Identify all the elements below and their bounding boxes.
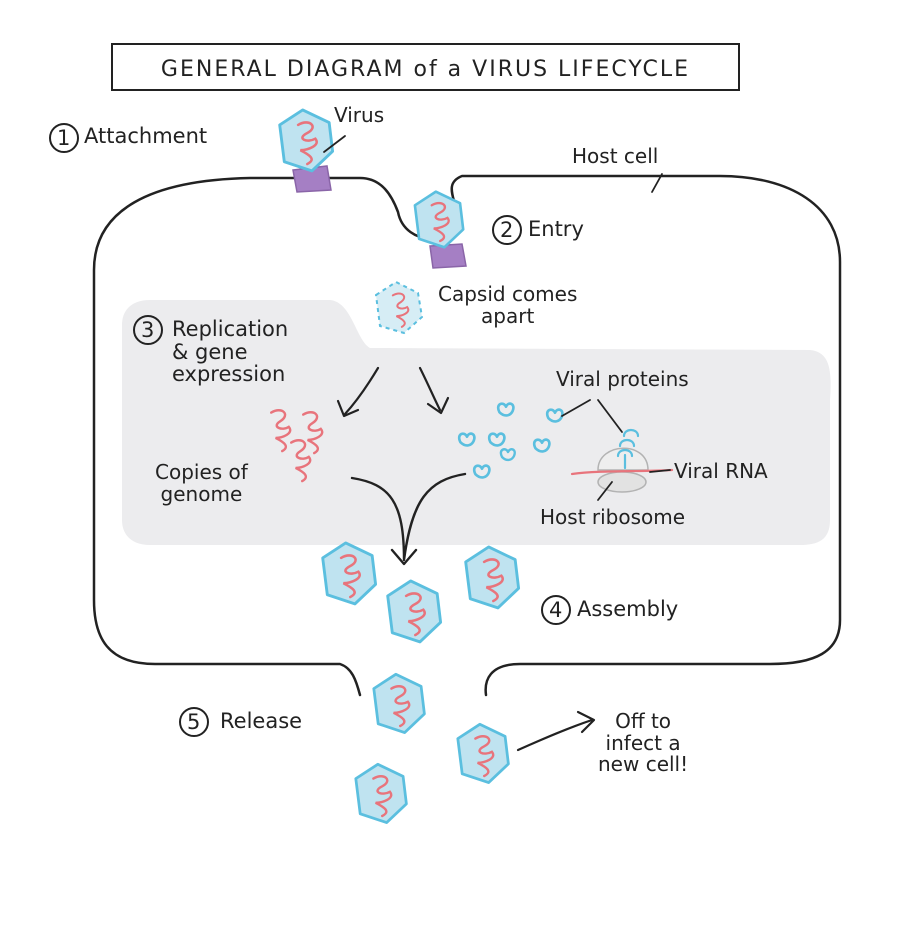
step-4-circle — [541, 595, 571, 625]
host-ribosome-label: Host ribosome — [540, 505, 686, 529]
infect-arrow — [516, 710, 596, 752]
step-4-label: Assembly — [577, 597, 679, 621]
step-3-circle — [133, 315, 163, 345]
copies-of-genome-label: Copies of genome — [155, 460, 248, 506]
diagram-title: GENERAL DIAGRAM of a VIRUS LIFECYCLE — [160, 57, 691, 82]
assembled-virions — [321, 541, 521, 644]
step-5-number: 5 — [187, 710, 201, 734]
capsid-comes-apart-label: Capsid comes apart — [438, 282, 578, 328]
step-5-circle — [179, 707, 209, 737]
viral-rna-label: Viral RNA — [674, 459, 768, 483]
arrow-to-proteins — [418, 366, 442, 412]
step-2-circle — [492, 215, 522, 245]
off-to-infect-label: Off to infect a new cell! — [598, 709, 689, 777]
host-cell-label: Host cell — [572, 144, 659, 168]
step-5-label: Release — [220, 709, 303, 733]
step-3-number: 3 — [141, 318, 155, 342]
virus-label: Virus — [334, 103, 385, 127]
virus-attaching — [278, 108, 335, 173]
host-ribosome — [570, 428, 674, 493]
viral-proteins-label: Viral proteins — [556, 367, 689, 391]
title-box: GENERAL DIAGRAM of a VIRUS LIFECYCLE — [111, 43, 740, 91]
cytoplasm-region — [122, 300, 831, 545]
step-1-circle — [49, 123, 79, 153]
step-1-label: Attachment — [84, 124, 208, 148]
merge-arrow — [350, 472, 467, 566]
released-virions — [354, 672, 510, 824]
arrow-to-genome — [343, 366, 380, 416]
step-4-number: 4 — [549, 598, 563, 622]
step-2-number: 2 — [500, 218, 514, 242]
step-1-number: 1 — [57, 126, 71, 150]
step-3-label: Replication & gene expression — [172, 317, 289, 387]
step-2-label: Entry — [528, 217, 584, 241]
receptor-entry — [429, 243, 467, 269]
virus-entering — [413, 190, 465, 249]
